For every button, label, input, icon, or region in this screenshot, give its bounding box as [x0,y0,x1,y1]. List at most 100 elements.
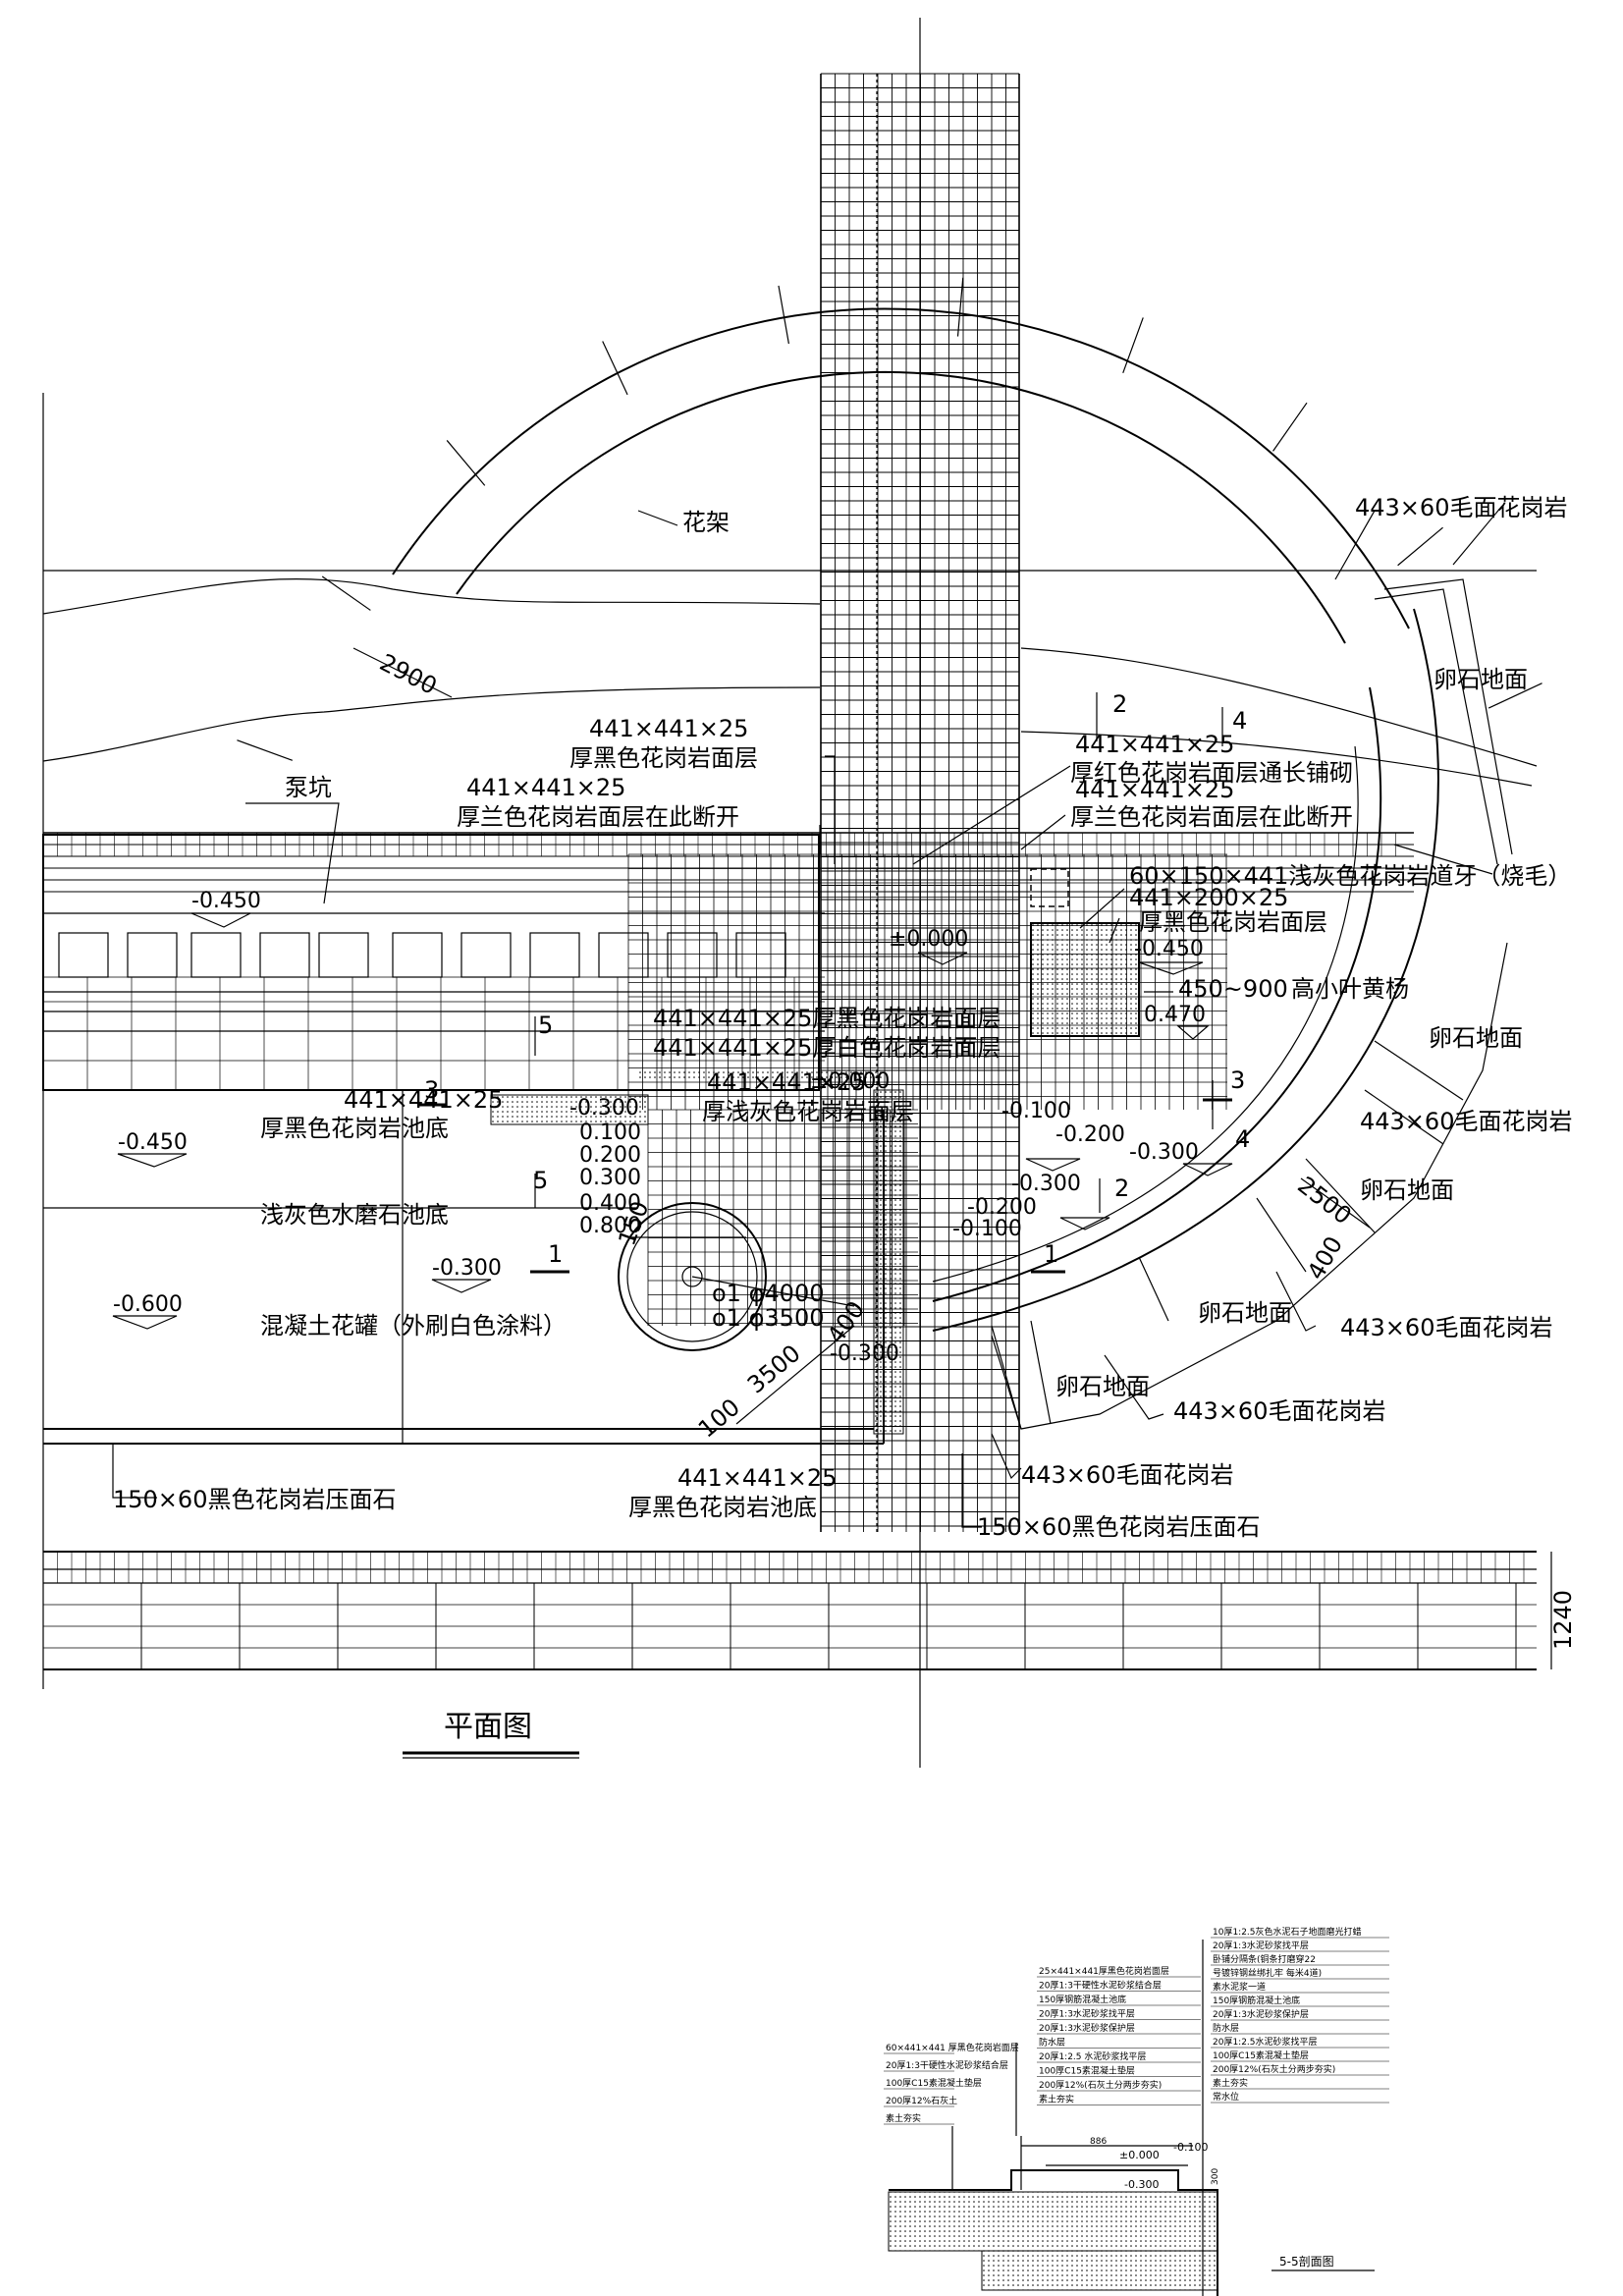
label-hei-top-1: 441×441×25 [589,715,748,742]
label-huangyang: 高小叶黄杨 [1291,975,1409,1003]
label-bai-mid: 441×441×25厚白色花岗岩面层 [653,1034,1001,1062]
section-profile [889,2169,1218,2296]
plan-geometry [42,18,1552,1768]
label-maomian-1: 443×60毛面花岗岩 [1355,494,1567,521]
section-base-hatch [888,2191,1218,2252]
label-hei-200-2: 厚黑色花岗岩面层 [1139,908,1327,936]
hatch-strip [638,1070,884,1078]
label-chidi-b-1: 441×441×25 [677,1464,837,1492]
section-note: 防水层 [1039,2037,1065,2049]
elev-m0450-c: -0.450 [118,1130,188,1155]
label-qianhui-2: 厚浅灰色花岗岩面层 [702,1098,914,1125]
section-note: 20厚1:3干硬性水泥砂浆结合层 [886,2059,1008,2071]
label-huangyang-size: 450~900 [1178,975,1288,1003]
elev-m0600: -0.600 [113,1292,183,1317]
section-mark-4-right: 4 [1235,1125,1250,1153]
label-maomian-5: 443×60毛面花岗岩 [1021,1461,1233,1489]
elev-m0450-a: -0.450 [191,889,261,913]
label-shuimo: 浅灰色水磨石池底 [260,1201,449,1229]
section-elev-m0100: -0.100 [1173,2141,1208,2154]
section-note: 常水位 [1213,2091,1239,2103]
label-daoya: 60×150×441浅灰色花岗岩道牙（烧毛） [1129,862,1571,890]
elevation-markers: -0.450 ±0.000 -0.450 0.470 ±0.000 -0.100… [112,889,1233,1366]
elev-0400: 0.400 [579,1191,641,1216]
boxwood-planter [1030,922,1140,1037]
section-note: 150厚钢筋混凝土池底 [1213,1995,1300,2006]
elev-m0300-d: -0.300 [432,1256,502,1281]
planter-top-edge-inner [1374,588,1498,865]
plan-title: 平面图 [444,1710,532,1744]
pergola-inner-arc [456,370,1346,644]
section-note: 100厚C15素混凝土垫层 [1213,2050,1309,2061]
elev-m0300-a: -0.300 [1129,1140,1199,1165]
label-lan-right-2: 厚兰色花岗岩面层在此断开 [1070,803,1353,831]
label-maomian-4: 443×60毛面花岗岩 [1173,1397,1385,1425]
leader-lines [112,505,1503,1528]
path-curve-right-upper [1020,647,1538,767]
elev-m0450-b: -0.450 [1134,937,1204,961]
label-hei-top-2: 厚黑色花岗岩面层 [569,744,758,772]
elev-m0200-b: -0.200 [967,1195,1037,1220]
pond-upper [42,834,820,1091]
elev-m0100-a: -0.100 [1001,1099,1071,1123]
section-dim-300: 300 [1211,2168,1220,2185]
section-title: 5-5剖面图 [1279,2255,1334,2269]
section-right-notes: 10厚1:2.5灰色水泥石子地面磨光打蜡20厚1:3水泥砂浆找平层卧铺分隔条(铜… [1211,1926,1389,2104]
section-note: 号镀锌钢丝绑扎牢 每米4道) [1213,1967,1322,1979]
path-curve-lower [42,686,821,762]
label-phi4000: o1 φ4000 [712,1280,825,1307]
section-note: 20厚1:3水泥砂浆保护层 [1213,2008,1309,2020]
section-note: 素土夯实 [886,2112,921,2124]
section-note: 素土夯实 [1213,2077,1248,2089]
planter-top-edge [1383,578,1513,855]
elev-0300: 0.300 [579,1166,641,1190]
dim-line-3500 [735,1325,855,1425]
section-elev-m0300: -0.300 [1124,2178,1159,2191]
section-note: 200厚12%(石灰土分两步夯实) [1039,2079,1162,2091]
label-luanshi-1: 卵石地面 [1434,666,1528,693]
section-mark-4-top: 4 [1232,707,1247,735]
section-note: 100厚C15素混凝土垫层 [1039,2065,1135,2077]
section-mark-1-right: 1 [1044,1240,1058,1268]
section-note: 素土夯实 [1039,2094,1074,2105]
section-note: 卧铺分隔条(铜条打磨穿22 [1213,1953,1316,1965]
dim-line-2500 [1300,1177,1371,1229]
label-qianhui-1: 441×441×25 [707,1068,866,1096]
pergola-ribs [237,277,1542,761]
elev-0800: 0.800 [579,1214,641,1238]
label-huaguan: 混凝土花罐（外刷白色涂料） [260,1312,567,1339]
elev-m0200-a: -0.200 [1055,1122,1125,1147]
section-note: 素水泥浆一道 [1213,1981,1266,1993]
section-mark-3-right: 3 [1230,1066,1245,1094]
section-mark-1-left: 1 [548,1240,563,1268]
section-mark-2-mid: 2 [1114,1175,1129,1202]
section-mark-2-top: 2 [1112,690,1127,718]
label-chidi-hei-1: 441×441×25 [344,1086,503,1114]
section-mark-5-a: 5 [538,1011,553,1039]
planter-circle-center [681,1266,703,1287]
section-note: 20厚1:3水泥砂浆找平层 [1039,2008,1135,2020]
dim-line-2900 [352,647,453,698]
elev-pm0000-b: ±0.000 [810,1069,890,1094]
granite-curb-inner [932,686,1382,1302]
dim-1240: 1240 [1549,1590,1577,1650]
elev-0100: 0.100 [579,1121,641,1145]
section-note: 20厚1:3水泥砂浆找平层 [1213,1940,1309,1951]
section-marks: 2 4 5 3 3 4 5 2 1 1 [417,690,1250,1274]
section-note: 25×441×441厚黑色花岗岩面层 [1039,1965,1169,1977]
label-hong-2: 厚红色花岗岩面层通长铺砌 [1070,759,1353,787]
hatch-band-vertical [873,1089,904,1435]
section-note: 20厚1:2.5 水泥砂浆找平层 [1039,2050,1146,2062]
section-left-notes: 60×441×441 厚黑色花岗岩面层20厚1:3干硬性水泥砂浆结合层100厚C… [884,2042,1019,2125]
pergola-outer-arc [392,307,1410,629]
section-5-5: 60×441×441 厚黑色花岗岩面层20厚1:3干硬性水泥砂浆结合层100厚C… [884,1926,1389,2296]
section-note: 20厚1:2.5水泥砂浆找平层 [1213,2036,1318,2048]
label-phi3500: o1 φ3500 [712,1304,825,1332]
label-maomian-3: 443×60毛面花岗岩 [1340,1314,1552,1341]
elevation-triangles [112,912,1233,1330]
elev-m0100-b: -0.100 [952,1217,1022,1241]
planter-radius [691,1276,855,1307]
section-elev-pm0000: ±0.000 [1119,2149,1160,2161]
section-footing-hatch [981,2250,1218,2291]
hatch-band-left [490,1094,649,1125]
